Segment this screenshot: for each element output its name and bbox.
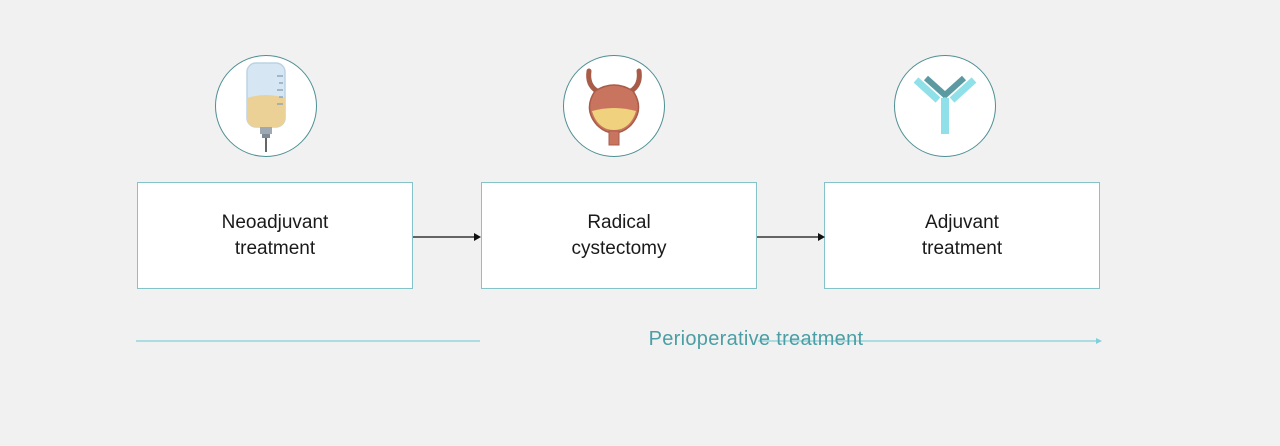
iv-bag-icon (246, 62, 286, 152)
timeline-arrow (136, 338, 1102, 344)
bladder-icon (586, 68, 642, 146)
arrow-1 (413, 233, 481, 241)
step-label: Neoadjuvant treatment (221, 211, 329, 259)
step-box-cystectomy: Radical cystectomy (481, 182, 757, 289)
timeline-label: Perioperative treatment (648, 328, 864, 350)
step-box-neoadjuvant: Neoadjuvant treatment (137, 182, 413, 289)
perioperative-timeline: Perioperative treatment (136, 326, 1106, 356)
step-2-icon-circle (563, 55, 665, 157)
step-label: Radical cystectomy (571, 211, 667, 259)
arrow-2 (757, 233, 825, 241)
step-box-adjuvant: Adjuvant treatment (824, 182, 1100, 289)
step-3-icon-circle (894, 55, 996, 157)
step-label: Adjuvant treatment (921, 211, 1003, 259)
step-1-icon-circle (215, 55, 317, 157)
antibody-icon (913, 75, 977, 134)
